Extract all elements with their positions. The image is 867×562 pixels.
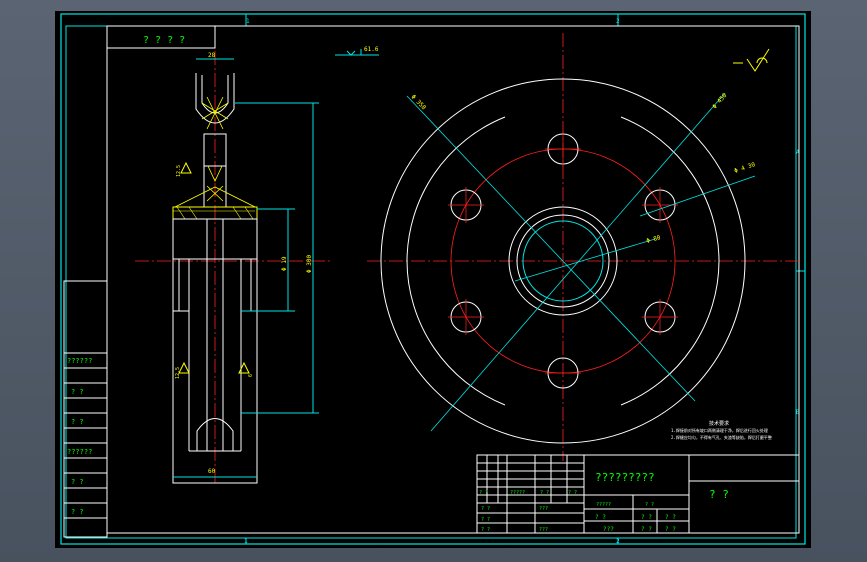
notes-line-2: 2.焊缝应均匀，不得有气孔、夹渣等缺陷，焊后打磨平整 <box>671 434 772 440</box>
zone-top-2: 2 <box>616 18 620 25</box>
left-table-row-0: ?????? <box>67 357 92 365</box>
left-table-row-2: ? ? <box>71 418 84 426</box>
weld-mark-1: 12.5 <box>176 165 182 177</box>
left-table-row-3: ?????? <box>67 448 92 456</box>
bottom-cell-4: ? ? <box>641 526 652 533</box>
left-table <box>63 280 108 538</box>
rev-cell-2: ? ? <box>540 490 549 496</box>
rev-cell-5: ??? <box>539 506 548 512</box>
roughness-symbol <box>733 48 770 72</box>
dim-outer-height: Φ 300 <box>306 255 313 273</box>
notes-title: 技术要求 <box>709 420 729 427</box>
rev-cell-9: ? ? <box>481 527 490 533</box>
dim-label-3: Φ 4 30 <box>733 161 756 175</box>
title-block <box>476 454 800 534</box>
bottom-cell-3: ??? <box>603 526 614 533</box>
bottom-cell-1: ? ? <box>641 514 652 521</box>
weld-mark-2: 12.5 <box>175 367 181 379</box>
zone-bottom-1: 1 <box>244 538 248 545</box>
outer-frame <box>60 13 806 545</box>
bottom-cell-5: ? ? <box>665 526 676 533</box>
top-left-box-text: ? ? ? ? <box>143 35 185 46</box>
zone-right-a: A <box>796 149 800 156</box>
dim-bottom-width: 60 <box>208 468 216 475</box>
rev-cell-6: ? ? <box>481 517 490 523</box>
rev-cell-0: ? ? <box>479 490 488 496</box>
top-left-box <box>106 25 216 49</box>
zone-bottom-2: 2 <box>616 538 620 545</box>
dim-top-width: 28 <box>208 52 216 59</box>
inner-frame <box>65 25 797 539</box>
weld-mark-3: 6 <box>248 374 254 377</box>
surface-mark: 61.6 <box>364 46 379 53</box>
drawing-title: ????????? <box>595 471 655 484</box>
zone-right-b: B <box>796 409 800 416</box>
left-table-row-4: ? ? <box>71 478 84 486</box>
drawing-sheet[interactable]: 1 2 1 2 A B ? ? ? ? <box>55 11 811 548</box>
left-table-row-5: ? ? <box>71 508 84 516</box>
rev-cell-4: ? ? <box>481 506 490 512</box>
drawing-svg: 1 2 1 2 A B ? ? ? ? <box>60 13 806 545</box>
title-right-label: ? ? <box>709 488 729 501</box>
side-view[interactable]: 28 60 Φ 19 Φ 300 12.5 12.5 6 <box>135 46 379 486</box>
dim-label-1: Φ 358 <box>410 94 428 112</box>
dim-inner-height: Φ 19 <box>281 256 288 271</box>
notes-line-1: 1.焊接前对所有坡口两侧清理干净，焊后进行回火处理 <box>671 427 768 433</box>
dim-label-4: Φ 80 <box>646 234 662 245</box>
left-table-row-1: ? ? <box>71 388 84 396</box>
rev-cell-10: ??? <box>539 527 548 533</box>
front-view[interactable]: Φ 358 Φ 450 Φ 4 30 Φ 80 <box>367 33 800 461</box>
rev-cell-8: ? ? <box>645 502 654 508</box>
rev-cell-3: ? ? <box>568 490 577 496</box>
zone-top-1: 1 <box>246 18 250 25</box>
dim-label-2: Φ 450 <box>711 92 728 111</box>
rev-cell-7: ????? <box>596 502 611 508</box>
bottom-cell-0: ? ? <box>595 514 606 521</box>
rev-cell-1: ????? <box>510 490 525 496</box>
bottom-cell-2: ? ? <box>665 514 676 521</box>
